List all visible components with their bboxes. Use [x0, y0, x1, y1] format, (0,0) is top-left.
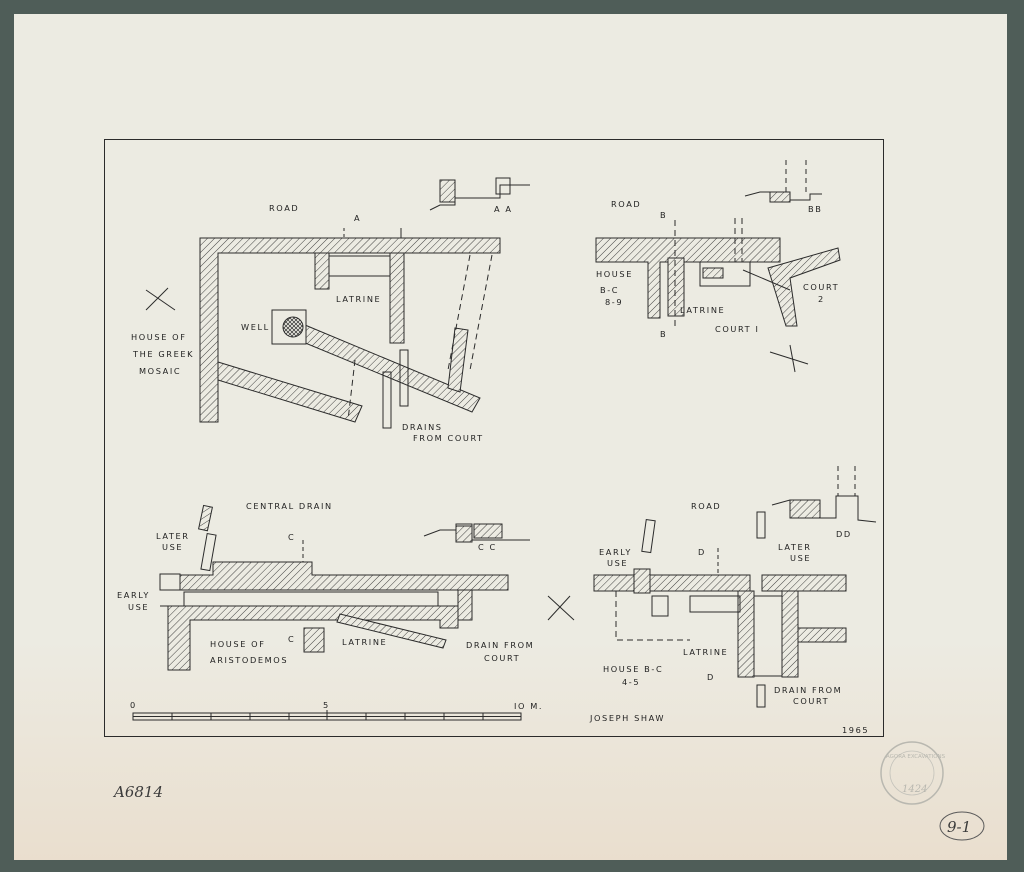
- latrine-label-top-right: LATRINE: [680, 305, 725, 315]
- road-label-top-right: ROAD: [611, 199, 641, 209]
- scale-label-5: 5: [323, 700, 330, 710]
- latrine-label-top-left: LATRINE: [336, 294, 381, 304]
- section-mark-a: A: [354, 213, 361, 223]
- drain-br-line-1: DRAIN FROM: [774, 685, 842, 695]
- house-bc45-line-2: 4-5: [622, 677, 640, 687]
- central-drain-label: CENTRAL DRAIN: [246, 501, 333, 511]
- sheet-number-circle: 9-1: [939, 811, 985, 841]
- plan-house-greek-mosaic: [145, 177, 530, 429]
- early-use-br-line-1: EARLY: [599, 547, 632, 557]
- scale-bar: [132, 710, 522, 721]
- paper-stain: [14, 640, 1007, 860]
- drain-bl-line-2: COURT: [484, 653, 520, 663]
- section-aa-label: A A: [494, 204, 513, 214]
- house-bc89-line-2: B-C: [600, 285, 619, 295]
- house-aristodemos-line-2: ARISTODEMOS: [210, 655, 288, 665]
- later-use-bl-line-2: USE: [162, 542, 183, 552]
- court2-line-1: COURT: [803, 282, 839, 292]
- stamp-number: 1424: [902, 784, 927, 795]
- plan-house-bc-8-9: [595, 160, 841, 373]
- road-label-top-left: ROAD: [269, 203, 299, 213]
- early-use-bl-line-2: USE: [128, 602, 149, 612]
- agora-stamp: AGORA EXCAVATIONS 1424: [880, 741, 946, 805]
- house-greek-line-2: THE GREEK: [132, 349, 194, 359]
- section-bb-label: BB: [808, 204, 822, 214]
- road-label-bottom-right: ROAD: [691, 501, 721, 511]
- section-dd-label: DD: [836, 529, 852, 539]
- house-bc89-line-3: 8-9: [605, 297, 623, 307]
- drawing-frame: [104, 139, 884, 737]
- section-mark-d-bottom: D: [707, 672, 715, 682]
- house-bc45-line-1: HOUSE B-C: [603, 664, 663, 674]
- section-mark-c-top: C: [288, 532, 295, 542]
- section-mark-d-top: D: [698, 547, 706, 557]
- scale-label-10: IO M.: [514, 701, 543, 711]
- court1-label: COURT I: [715, 324, 759, 334]
- drains-line-2: FROM COURT: [413, 433, 484, 443]
- section-mark-b-bottom: B: [660, 329, 667, 339]
- house-aristodemos-line-1: HOUSE OF: [210, 639, 266, 649]
- house-bc89-line-1: HOUSE: [596, 269, 633, 279]
- drain-bl-line-1: DRAIN FROM: [466, 640, 534, 650]
- later-use-bl-line-1: LATER: [156, 531, 190, 541]
- plan-house-aristodemos: [159, 504, 575, 671]
- drain-br-line-2: COURT: [793, 696, 829, 706]
- later-use-br-line-1: LATER: [778, 542, 812, 552]
- section-cc-label: C C: [478, 542, 497, 552]
- court2-line-2: 2: [818, 294, 825, 304]
- author-label: JOSEPH SHAW: [589, 713, 665, 723]
- section-mark-c-bottom: C: [288, 634, 295, 644]
- latrine-label-bottom-right: LATRINE: [683, 647, 728, 657]
- catalog-number: A6814: [112, 783, 163, 801]
- later-use-br-line-2: USE: [790, 553, 811, 563]
- well-label: WELL: [241, 322, 270, 332]
- scale-label-0: 0: [130, 700, 137, 710]
- section-mark-b-top: B: [660, 210, 667, 220]
- sheet-number: 9-1: [947, 818, 971, 836]
- stamp-text: AGORA EXCAVATIONS: [886, 754, 946, 760]
- house-greek-line-3: MOSAIC: [139, 366, 181, 376]
- early-use-bl-line-1: EARLY: [117, 590, 150, 600]
- year-label: 1965: [842, 725, 869, 735]
- drains-line-1: DRAINS: [402, 422, 443, 432]
- latrine-label-bottom-left: LATRINE: [342, 637, 387, 647]
- plan-house-bc-4-5: [593, 466, 877, 708]
- house-greek-line-1: HOUSE OF: [131, 332, 187, 342]
- early-use-br-line-2: USE: [607, 558, 628, 568]
